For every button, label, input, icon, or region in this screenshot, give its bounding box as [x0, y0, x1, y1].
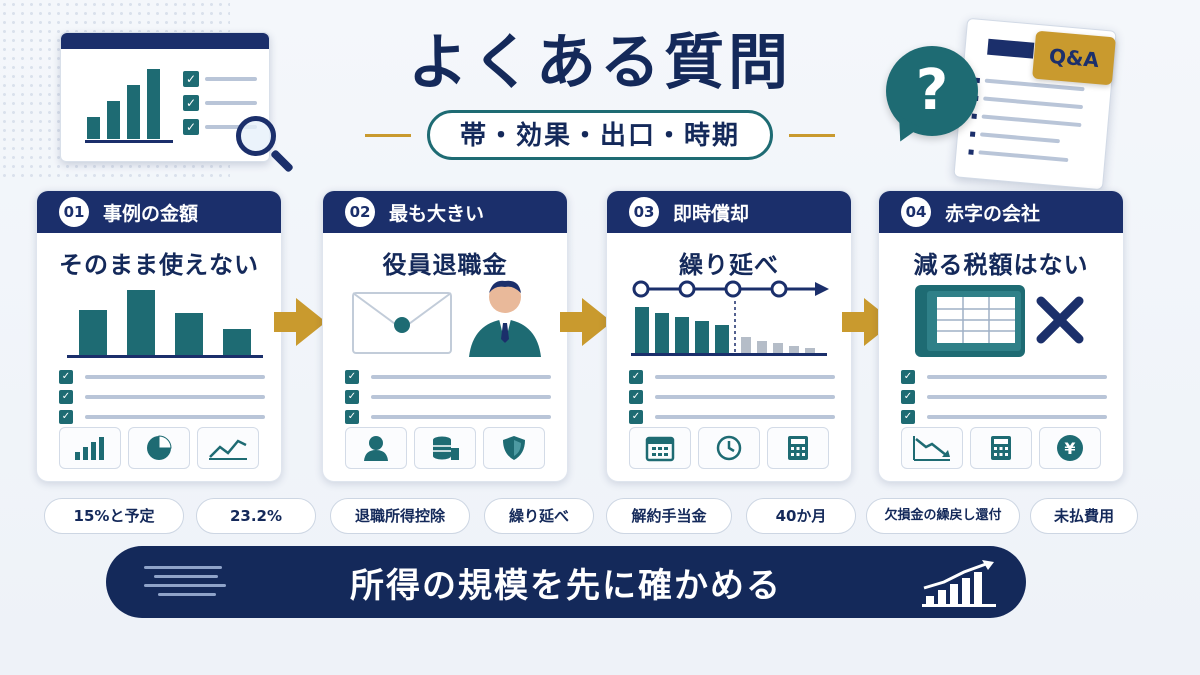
question-bubble-icon: ?: [886, 46, 978, 136]
ledger-cross-illustration: [879, 279, 1123, 361]
envelope-icon: [352, 292, 452, 354]
report-monitor-illustration: ✓ ✓ ✓: [60, 32, 270, 162]
calculator-icon: [970, 427, 1032, 469]
card-header: 04 赤字の会社: [879, 191, 1123, 233]
conclusion-banner: 所得の規模を先に確かめる: [106, 546, 1026, 618]
card-header: 03 即時償却: [607, 191, 851, 233]
card-subtitle: 減る税額はない: [913, 251, 1089, 279]
card-heading: 即時償却: [673, 202, 750, 225]
cross-icon: [1036, 296, 1084, 344]
keyword-chip: 40か月: [746, 498, 856, 534]
keyword-chip: 未払費用: [1030, 498, 1138, 534]
bar-chart-illustration: [37, 279, 281, 361]
keyword-chip: 繰り延べ: [484, 498, 594, 534]
yen-coin-icon: ¥: [1039, 427, 1101, 469]
magnifier-icon: [236, 116, 276, 156]
faq-card-4[interactable]: 04 赤字の会社 減る税額はない ✓ ✓ ✓: [878, 190, 1124, 482]
page-title: よくある質問: [408, 28, 792, 98]
banner-text: 所得の規模を先に確かめる: [350, 565, 782, 606]
card-heading: 事例の金額: [103, 202, 199, 225]
pie-chart-icon: [128, 427, 190, 469]
faq-card-2[interactable]: 02 最も大きい 役員退職金 ✓ ✓ ✓: [322, 190, 568, 482]
card-header: 02 最も大きい: [323, 191, 567, 233]
checklist: ✓ ✓ ✓: [901, 367, 1107, 427]
card-number: 01: [59, 197, 89, 227]
timeline-deferral-illustration: [607, 279, 851, 361]
bar-chart-icon: [67, 290, 263, 358]
checklist: ✓ ✓ ✓: [345, 367, 551, 427]
coins-icon: [414, 427, 476, 469]
envelope-executive-illustration: [323, 279, 567, 361]
keyword-chip: 退職所得控除: [330, 498, 470, 534]
card-subtitle: そのまま使えない: [59, 251, 259, 279]
card-number: 02: [345, 197, 375, 227]
card-subtitle: 繰り延べ: [679, 251, 779, 279]
person-icon: [345, 427, 407, 469]
subtitle-pill: 帯・効果・出口・時期: [426, 110, 773, 160]
bar-mark: [127, 290, 155, 355]
card-number: 04: [901, 197, 931, 227]
clock-icon: [698, 427, 760, 469]
keyword-chip: 欠損金の繰戻し還付: [866, 498, 1020, 534]
card-heading: 最も大きい: [389, 202, 485, 225]
executive-person-icon: [469, 280, 541, 357]
declining-bars-icon: [631, 301, 827, 356]
arrow-right-icon: [274, 298, 326, 346]
bar-mark: [79, 310, 107, 355]
card-subtitle: 役員退職金: [382, 251, 508, 279]
shield-icon: [483, 427, 545, 469]
faq-card-3[interactable]: 03 即時償却 繰り延べ: [606, 190, 852, 482]
qa-tag: Q&A: [1032, 30, 1116, 86]
checklist: ✓ ✓ ✓: [629, 367, 835, 427]
speed-lines-icon: [144, 566, 226, 602]
faq-card-1[interactable]: 01 事例の金額 そのまま使えない ✓ ✓ ✓: [36, 190, 282, 482]
keyword-chip: 解約手当金: [606, 498, 732, 534]
keyword-chip: 15%と予定: [44, 498, 184, 534]
ledger-book-icon: [915, 285, 1025, 357]
bar-mark: [175, 313, 203, 355]
line-chart-icon: [197, 427, 259, 469]
bar-mark: [223, 329, 251, 355]
keyword-chip: 23.2%: [196, 498, 316, 534]
declining-chart-icon: [901, 427, 963, 469]
svg-text:¥: ¥: [1064, 439, 1075, 458]
card-number: 03: [629, 197, 659, 227]
card-heading: 赤字の会社: [945, 202, 1041, 225]
growth-chart-icon: [920, 558, 1000, 617]
subtitle-row: 帯・効果・出口・時期: [330, 109, 870, 161]
calendar-icon: [629, 427, 691, 469]
checklist: ✓ ✓ ✓: [59, 367, 265, 427]
timeline-arrow-icon: [632, 280, 829, 298]
card-header: 01 事例の金額: [37, 191, 281, 233]
bar-chart-icon: [59, 427, 121, 469]
calculator-icon: [767, 427, 829, 469]
